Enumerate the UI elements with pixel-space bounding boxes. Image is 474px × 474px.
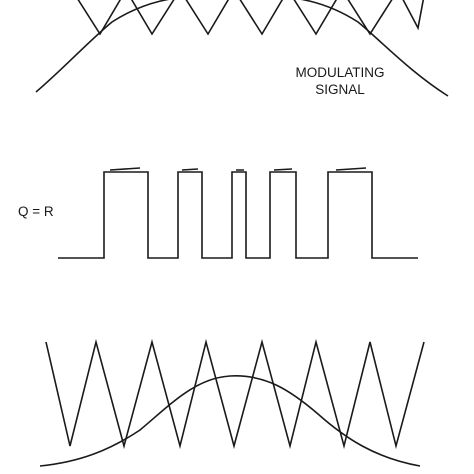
modulating-label-line1: MODULATING [295,65,385,80]
modulating-signal-label: MODULATING SIGNAL [270,64,410,98]
pwm-output-square-wave [58,171,418,259]
bottom-modulating-signal-curve [39,375,421,467]
pwm-top-overshoot-ticks [109,167,367,171]
bottom-carrier-triangle-wave [45,338,425,450]
top-modulating-signal-curve [35,0,449,97]
top-carrier-triangle-wave [77,0,425,36]
modulating-label-line2: SIGNAL [315,82,365,97]
q-equals-r-label: Q = R [18,204,54,219]
